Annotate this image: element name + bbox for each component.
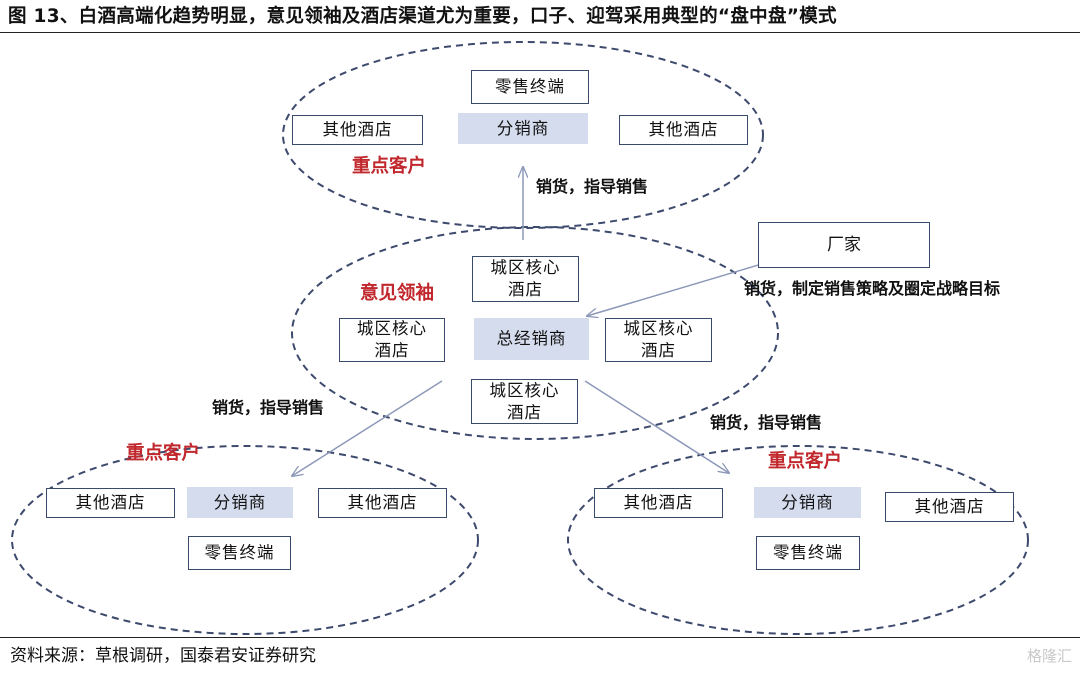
bottom-right-hotel-right-node: 其他酒店 bbox=[885, 492, 1014, 522]
bottom-rule bbox=[0, 637, 1080, 638]
edge-label-to-top: 销货，指导销售 bbox=[536, 177, 649, 196]
manufacturer-node: 厂家 bbox=[758, 222, 930, 268]
middle-cluster-ellipse bbox=[291, 226, 779, 440]
bottom-left-distributor-node: 分销商 bbox=[187, 487, 293, 518]
top-hotel-left-node: 其他酒店 bbox=[292, 115, 423, 145]
middle-core-left-node: 城区核心 酒店 bbox=[339, 318, 445, 362]
bottom-right-hotel-left-node: 其他酒店 bbox=[594, 488, 723, 518]
bottom-left-cluster-ellipse bbox=[11, 445, 479, 635]
arrow-to-bottom-right-cluster bbox=[584, 380, 729, 473]
top-cluster-ellipse bbox=[282, 41, 764, 229]
top-distributor-node: 分销商 bbox=[458, 113, 588, 144]
source-note: 资料来源：草根调研，国泰君安证券研究 bbox=[10, 646, 316, 666]
arrow-to-bottom-left-cluster bbox=[292, 380, 443, 476]
watermark: 格隆汇 bbox=[1026, 647, 1072, 665]
middle-general-distributor-node: 总经销商 bbox=[474, 318, 589, 360]
bottom-left-cluster-label: 重点客户 bbox=[126, 443, 201, 464]
middle-core-bottom-node: 城区核心 酒店 bbox=[471, 379, 578, 424]
bottom-left-retail-node: 零售终端 bbox=[188, 536, 291, 570]
middle-core-top-text: 城区核心 酒店 bbox=[490, 258, 561, 299]
top-hotel-right-node: 其他酒店 bbox=[619, 115, 748, 145]
middle-core-bottom-text: 城区核心 酒店 bbox=[489, 380, 560, 422]
top-cluster-label: 重点客户 bbox=[352, 156, 427, 177]
bottom-right-retail-node: 零售终端 bbox=[756, 536, 860, 570]
top-rule bbox=[0, 32, 1080, 33]
middle-cluster-label: 意见领袖 bbox=[360, 283, 435, 304]
bottom-right-distributor-node: 分销商 bbox=[754, 487, 861, 518]
edge-label-to-bottom-left: 销货，指导销售 bbox=[212, 398, 325, 417]
edge-label-from-manufacturer: 销货，制定销售策略及圈定战略目标 bbox=[744, 279, 1001, 298]
arrow-from-manufacturer bbox=[587, 257, 783, 316]
bottom-left-hotel-left-node: 其他酒店 bbox=[46, 488, 175, 518]
bottom-left-hotel-right-node: 其他酒店 bbox=[318, 488, 447, 518]
middle-core-left-text: 城区核心 酒店 bbox=[357, 319, 427, 360]
top-retail-node: 零售终端 bbox=[471, 70, 589, 104]
middle-core-right-text: 城区核心 酒店 bbox=[623, 319, 694, 360]
edge-label-to-bottom-right: 销货，指导销售 bbox=[710, 413, 823, 432]
middle-core-right-node: 城区核心 酒店 bbox=[605, 318, 712, 362]
bottom-right-cluster-ellipse bbox=[567, 445, 1029, 635]
bottom-right-cluster-label: 重点客户 bbox=[768, 451, 843, 472]
figure-title: 图 13、白酒高端化趋势明显，意见领袖及酒店渠道尤为重要，口子、迎驾采用典型的“… bbox=[8, 6, 837, 27]
middle-core-top-node: 城区核心 酒店 bbox=[472, 256, 579, 302]
